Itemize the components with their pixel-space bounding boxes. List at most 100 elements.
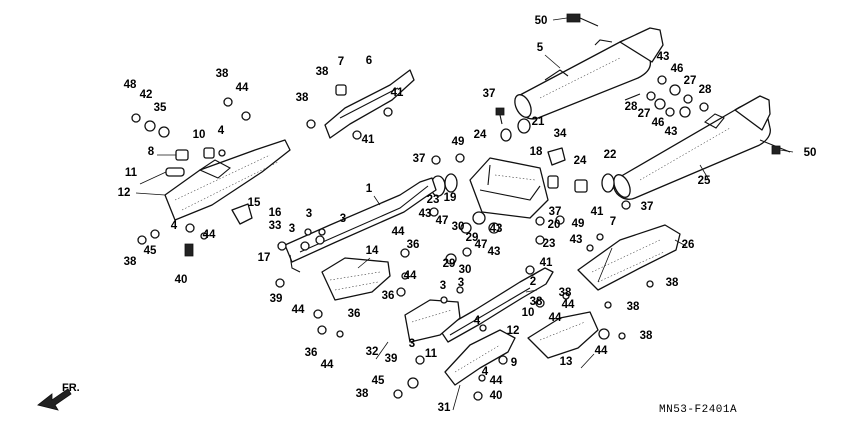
exhaust-chamber-part-18 bbox=[469, 157, 588, 219]
callout-29: 29 bbox=[443, 258, 456, 270]
callout-42: 42 bbox=[140, 89, 153, 101]
callout-37: 37 bbox=[549, 206, 562, 218]
callout-3: 3 bbox=[306, 208, 312, 220]
callout-12: 12 bbox=[118, 187, 131, 199]
callout-36: 36 bbox=[382, 290, 395, 302]
callout-41: 41 bbox=[591, 206, 604, 218]
callout-31: 31 bbox=[438, 402, 451, 414]
callout-36: 36 bbox=[407, 239, 420, 251]
callout-41: 41 bbox=[540, 257, 553, 269]
callout-3: 3 bbox=[409, 338, 415, 350]
callout-4: 4 bbox=[218, 125, 225, 137]
callout-38: 38 bbox=[666, 277, 679, 289]
callout-37: 37 bbox=[413, 153, 426, 165]
callout-20: 20 bbox=[548, 219, 561, 231]
callout-44: 44 bbox=[490, 375, 503, 387]
callout-44: 44 bbox=[292, 304, 305, 316]
callout-36: 36 bbox=[305, 347, 318, 359]
lower-left-hardware bbox=[275, 200, 654, 401]
callout-38: 38 bbox=[124, 256, 137, 268]
callout-50: 50 bbox=[804, 147, 817, 159]
callout-47: 47 bbox=[475, 239, 488, 251]
callout-7: 7 bbox=[610, 216, 616, 228]
callout-23: 23 bbox=[427, 194, 440, 206]
callout-22: 22 bbox=[604, 149, 617, 161]
callout-44: 44 bbox=[404, 270, 417, 282]
callout-28: 28 bbox=[625, 101, 638, 113]
bracket-part-15 bbox=[231, 203, 253, 225]
callout-38: 38 bbox=[356, 388, 369, 400]
front-direction-arrow bbox=[37, 388, 72, 411]
callout-2: 2 bbox=[530, 276, 536, 288]
callout-27: 27 bbox=[638, 108, 651, 120]
callout-38: 38 bbox=[559, 287, 572, 299]
upper-muffler-part-5 bbox=[514, 27, 664, 120]
callout-38: 38 bbox=[640, 330, 653, 342]
callout-1: 1 bbox=[366, 183, 373, 195]
callout-35: 35 bbox=[154, 102, 167, 114]
callout-29: 29 bbox=[466, 232, 479, 244]
callout-5: 5 bbox=[537, 42, 544, 54]
callout-44: 44 bbox=[595, 345, 608, 357]
callout-44: 44 bbox=[562, 299, 575, 311]
callout-38: 38 bbox=[296, 92, 309, 104]
callout-45: 45 bbox=[144, 245, 157, 257]
callout-21: 21 bbox=[532, 116, 545, 128]
callout-43: 43 bbox=[657, 51, 670, 63]
bracket-part-6 bbox=[306, 69, 415, 140]
heat-shield-part-31 bbox=[444, 329, 516, 386]
callout-4: 4 bbox=[474, 315, 481, 327]
callout-48: 48 bbox=[124, 79, 137, 91]
callout-43: 43 bbox=[570, 234, 583, 246]
callout-44: 44 bbox=[203, 229, 216, 241]
callout-10: 10 bbox=[193, 129, 206, 141]
callout-34: 34 bbox=[554, 128, 567, 140]
heat-shield-part-13 bbox=[527, 311, 599, 359]
leader-lines bbox=[135, 17, 794, 411]
callout-14: 14 bbox=[366, 245, 379, 257]
exhaust-pipe-part-1 bbox=[284, 177, 437, 273]
callout-36: 36 bbox=[348, 308, 361, 320]
callout-44: 44 bbox=[549, 312, 562, 324]
callout-25: 25 bbox=[698, 175, 711, 187]
callout-8: 8 bbox=[148, 146, 155, 158]
callout-45: 45 bbox=[372, 375, 385, 387]
callout-40: 40 bbox=[175, 274, 188, 286]
callout-50: 50 bbox=[535, 15, 548, 27]
clamp-21 bbox=[517, 118, 531, 134]
callout-37: 37 bbox=[483, 88, 496, 100]
heat-shield-part-12 bbox=[164, 139, 291, 221]
callout-32: 32 bbox=[366, 346, 379, 358]
bolt-50-top bbox=[566, 13, 599, 27]
callout-39: 39 bbox=[385, 353, 398, 365]
callout-40: 40 bbox=[490, 390, 503, 402]
callout-10: 10 bbox=[522, 307, 535, 319]
bolt-50-lower bbox=[759, 139, 791, 155]
callout-26: 26 bbox=[682, 239, 695, 251]
callout-9: 9 bbox=[511, 357, 517, 369]
callout-24: 24 bbox=[474, 129, 487, 141]
bolt-37-muffler bbox=[495, 107, 505, 125]
callout-3: 3 bbox=[289, 223, 295, 235]
callout-41: 41 bbox=[362, 134, 375, 146]
callout-18: 18 bbox=[530, 146, 543, 158]
callout-44: 44 bbox=[236, 82, 249, 94]
callout-4: 4 bbox=[482, 366, 489, 378]
callout-38: 38 bbox=[216, 68, 229, 80]
callout-11: 11 bbox=[425, 348, 438, 360]
callout-3: 3 bbox=[458, 277, 464, 289]
callout-39: 39 bbox=[270, 293, 283, 305]
callout-41: 41 bbox=[391, 87, 404, 99]
callout-3: 3 bbox=[340, 213, 346, 225]
callout-33: 33 bbox=[269, 220, 282, 232]
callout-30: 30 bbox=[452, 221, 465, 233]
exhaust-pipe-part-2 bbox=[404, 267, 554, 343]
gasket-24 bbox=[500, 128, 512, 142]
callout-16: 16 bbox=[269, 207, 282, 219]
callout-44: 44 bbox=[392, 226, 405, 238]
callout-30: 30 bbox=[459, 264, 472, 276]
front-direction-label: FR. bbox=[62, 382, 80, 394]
callout-49: 49 bbox=[572, 218, 585, 230]
callout-23: 23 bbox=[543, 238, 556, 250]
callout-12: 12 bbox=[507, 325, 520, 337]
